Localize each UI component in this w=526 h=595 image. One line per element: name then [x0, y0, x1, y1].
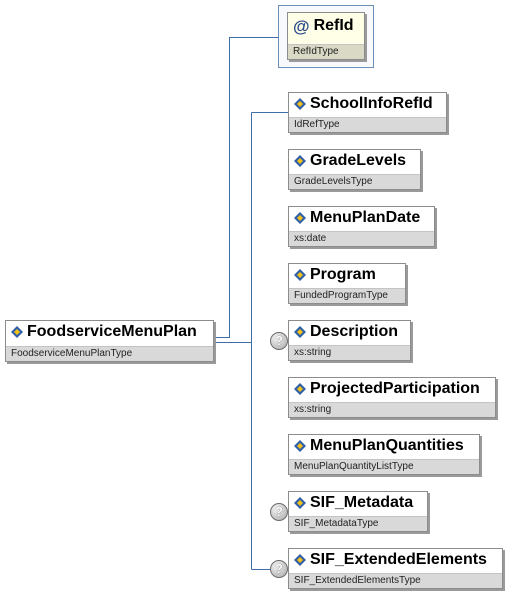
element-diamond-icon [294, 383, 306, 395]
element-diamond-icon [294, 440, 306, 452]
element-box[interactable]: Program FundedProgramType [288, 263, 406, 304]
element-diamond-icon [294, 212, 306, 224]
root-element-box[interactable]: FoodserviceMenuPlan FoodserviceMenuPlanT… [5, 320, 214, 362]
element-name: ProjectedParticipation [310, 380, 480, 397]
element-box[interactable]: MenuPlanQuantities MenuPlanQuantityListT… [288, 434, 480, 475]
element-name: Program [310, 266, 376, 283]
root-element-type: FoodserviceMenuPlanType [6, 346, 213, 361]
element-name: SIF_ExtendedElements [310, 551, 487, 568]
element-type: SIF_ExtendedElementsType [289, 573, 502, 588]
element-type: xs:date [289, 231, 434, 246]
element-box[interactable]: ProjectedParticipation xs:string [288, 377, 496, 418]
element-type: FundedProgramType [289, 288, 405, 303]
root-element-name: FoodserviceMenuPlan [27, 323, 197, 340]
attribute-name: RefId [313, 17, 354, 34]
element-box[interactable]: Description xs:string [288, 320, 411, 361]
element-diamond-icon [294, 98, 306, 110]
optional-question-icon: ? [270, 503, 288, 521]
element-name: MenuPlanQuantities [310, 437, 464, 454]
element-type: xs:string [289, 402, 495, 417]
connector-root-attribute [214, 37, 278, 338]
optional-question-icon: ? [270, 332, 288, 350]
element-diamond-icon [294, 497, 306, 509]
element-diamond-icon [294, 155, 306, 167]
element-type: xs:string [289, 345, 410, 360]
element-box[interactable]: SchoolInfoRefId IdRefType [288, 92, 447, 133]
element-diamond-icon [294, 269, 306, 281]
attribute-type: RefIdType [288, 44, 364, 59]
element-type: SIF_MetadataType [289, 516, 427, 531]
element-box[interactable]: SIF_ExtendedElements SIF_ExtendedElement… [288, 548, 503, 589]
element-type: MenuPlanQuantityListType [289, 459, 479, 474]
element-diamond-icon [294, 326, 306, 338]
element-diamond-icon [11, 326, 23, 338]
element-type: IdRefType [289, 117, 446, 132]
attribute-at-icon: @ [293, 16, 310, 36]
element-diamond-icon [294, 554, 306, 566]
element-name: Description [310, 323, 399, 340]
attribute-refid-box[interactable]: @ RefId RefIdType [287, 12, 365, 60]
element-name: SchoolInfoRefId [310, 95, 433, 112]
element-name: GradeLevels [310, 152, 407, 169]
element-box[interactable]: GradeLevels GradeLevelsType [288, 149, 421, 190]
element-type: GradeLevelsType [289, 174, 420, 189]
element-name: MenuPlanDate [310, 209, 421, 226]
element-box[interactable]: SIF_Metadata SIF_MetadataType [288, 491, 428, 532]
element-name: SIF_Metadata [310, 494, 414, 511]
element-box[interactable]: MenuPlanDate xs:date [288, 206, 435, 247]
attributes-group: @ RefId RefIdType [278, 5, 374, 68]
optional-question-icon: ? [270, 560, 288, 578]
